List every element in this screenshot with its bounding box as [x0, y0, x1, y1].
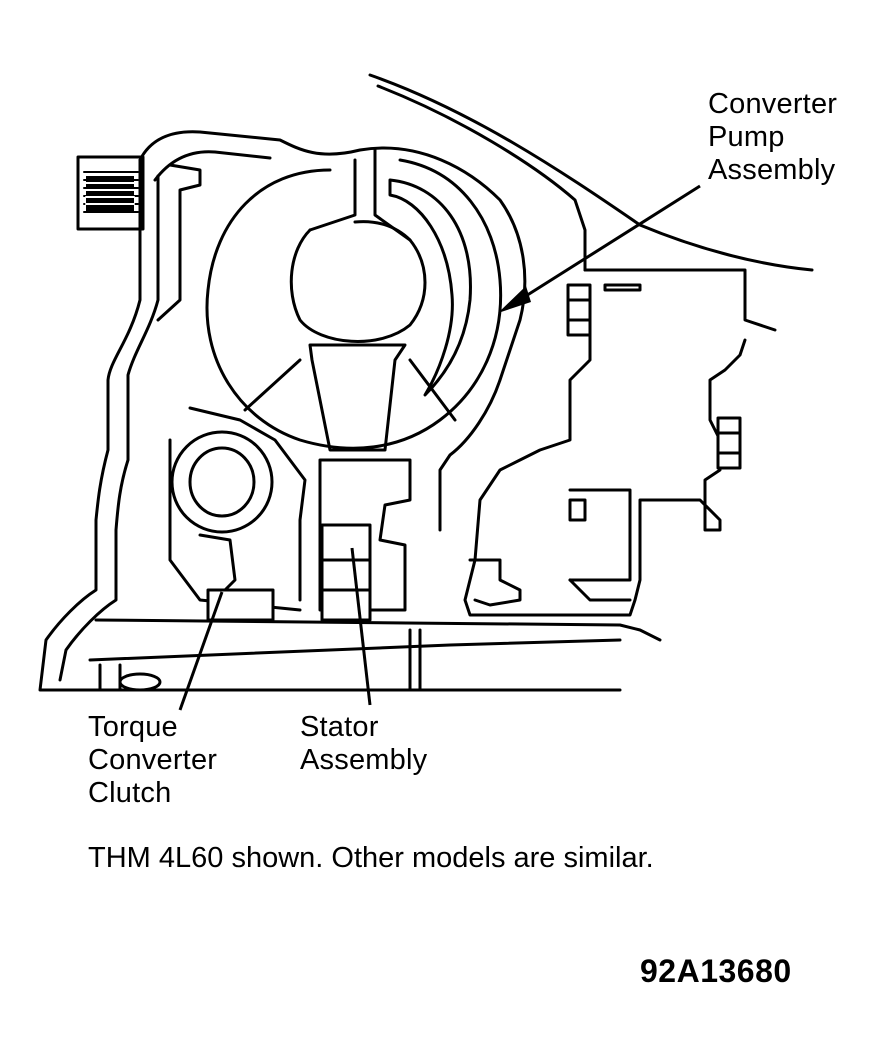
- figure-id: 92A13680: [640, 953, 792, 989]
- pump-bolt-lower: [718, 418, 740, 468]
- callout-line: Converter: [708, 88, 838, 120]
- housing-outline-inner: [378, 86, 585, 270]
- torque-converter-clutch-label: Torque Converter Clutch: [88, 711, 217, 810]
- figure-caption: THM 4L60 shown. Other models are similar…: [88, 842, 654, 874]
- stator-column: [310, 345, 405, 450]
- clutch-ring-inner: [190, 448, 254, 516]
- leader-torque-clutch: [180, 592, 222, 710]
- callout-line: Converter: [88, 744, 218, 776]
- callout-line: Clutch: [88, 777, 172, 809]
- converter-pump-assembly-label: Converter Pump Assembly: [708, 88, 837, 187]
- callout-line: Assembly: [300, 744, 428, 776]
- housing-outline-upper: [370, 75, 812, 270]
- callout-line: Stator: [300, 711, 379, 743]
- converter-cover: [140, 132, 525, 530]
- torque-converter-cross-section: [0, 0, 886, 720]
- pump-blade: [390, 180, 470, 395]
- arrow-converter-pump: [498, 286, 531, 313]
- shaft-plate: [96, 620, 660, 640]
- leader-converter-pump: [510, 186, 700, 306]
- pump-body: [465, 270, 775, 615]
- callout-line: Assembly: [708, 154, 836, 186]
- turbine-inner: [291, 222, 425, 342]
- stator-bearing: [322, 525, 370, 620]
- stator-assembly-label: Stator Assembly: [300, 711, 427, 777]
- clutch-ring-outer: [172, 432, 272, 532]
- callout-line: Pump: [708, 121, 785, 153]
- leader-stator: [352, 548, 370, 705]
- callout-line: Torque: [88, 711, 178, 743]
- impeller-outer: [207, 160, 501, 448]
- pump-bolt-upper: [568, 285, 590, 335]
